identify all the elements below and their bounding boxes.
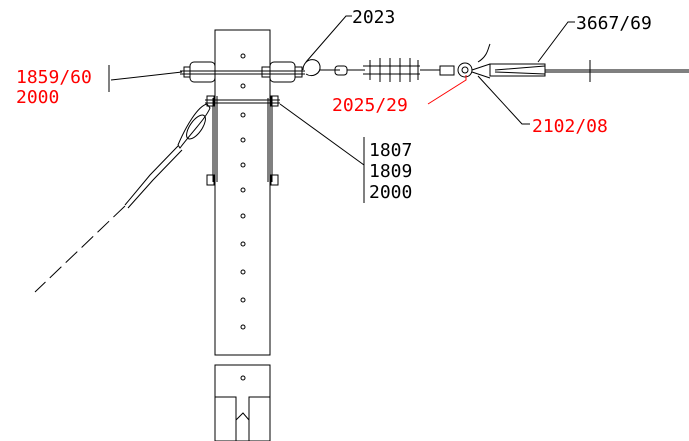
leader-1807 bbox=[279, 103, 365, 166]
leader-2025 bbox=[427, 75, 467, 105]
hook-assembly bbox=[302, 59, 365, 77]
pole-lower bbox=[214, 364, 271, 441]
top-bolt-assembly bbox=[180, 61, 305, 83]
label-2000-right: 2000 bbox=[369, 182, 412, 203]
leader-2023 bbox=[305, 15, 352, 63]
guy-wire-assembly bbox=[34, 103, 211, 293]
pole-upper bbox=[214, 29, 271, 356]
label-1807: 1807 bbox=[369, 140, 412, 161]
leader-2102 bbox=[477, 75, 530, 125]
label-2023: 2023 bbox=[352, 7, 395, 28]
tension-clamp bbox=[471, 43, 689, 82]
label-2025-29: 2025/29 bbox=[332, 95, 408, 116]
label-3667-69: 3667/69 bbox=[576, 13, 652, 34]
label-1859-60: 1859/60 bbox=[16, 67, 92, 88]
clamp-bracket bbox=[205, 95, 280, 186]
label-2102-08: 2102/08 bbox=[532, 116, 608, 137]
pole-holes bbox=[240, 53, 246, 381]
label-2000-left: 2000 bbox=[16, 87, 59, 108]
pole-base-cut bbox=[215, 396, 270, 441]
label-1809: 1809 bbox=[369, 161, 412, 182]
leader-3667 bbox=[537, 21, 575, 63]
insulator-string bbox=[363, 58, 473, 82]
leader-1859 bbox=[110, 71, 183, 81]
